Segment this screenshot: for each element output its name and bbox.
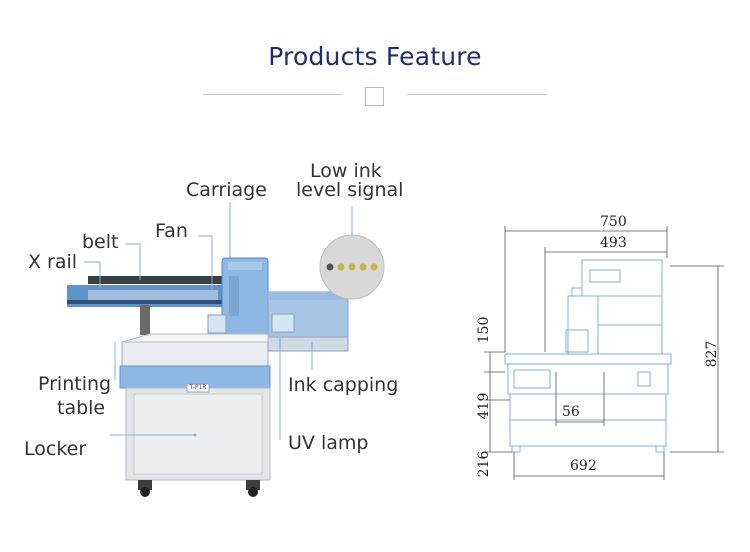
locker-label: Locker <box>24 438 87 460</box>
uv-lamp-label: UV lamp <box>288 432 369 454</box>
x-rail-label: X rail <box>28 251 78 273</box>
fan-label: Fan <box>155 220 188 242</box>
printing-table-label-line1: Printing <box>38 373 112 395</box>
dim-total-height: 827 <box>704 340 720 368</box>
dim-top-height: 150 <box>476 316 492 344</box>
belt-label: belt <box>82 231 119 253</box>
dim-small-gap: 56 <box>562 404 580 420</box>
dim-upper-width: 493 <box>600 235 627 251</box>
ink-capping-label: Ink capping <box>288 374 399 396</box>
title-divider-right <box>407 94 547 95</box>
dim-overall-width: 750 <box>600 214 627 230</box>
title-divider-left <box>203 94 343 95</box>
low-ink-label-line1: Low ink <box>310 160 382 182</box>
dim-bottom-height: 216 <box>476 450 492 478</box>
dim-mid-height: 419 <box>476 392 492 420</box>
title-ornament <box>365 87 384 106</box>
printing-table-label-line2: table <box>57 397 106 419</box>
low-ink-label-line2: level signal <box>296 179 404 201</box>
page-title: Products Feature <box>268 42 482 71</box>
printer-badge: T-P1R <box>189 384 207 391</box>
carriage-label: Carriage <box>186 179 267 201</box>
dim-base-width: 692 <box>570 458 597 474</box>
